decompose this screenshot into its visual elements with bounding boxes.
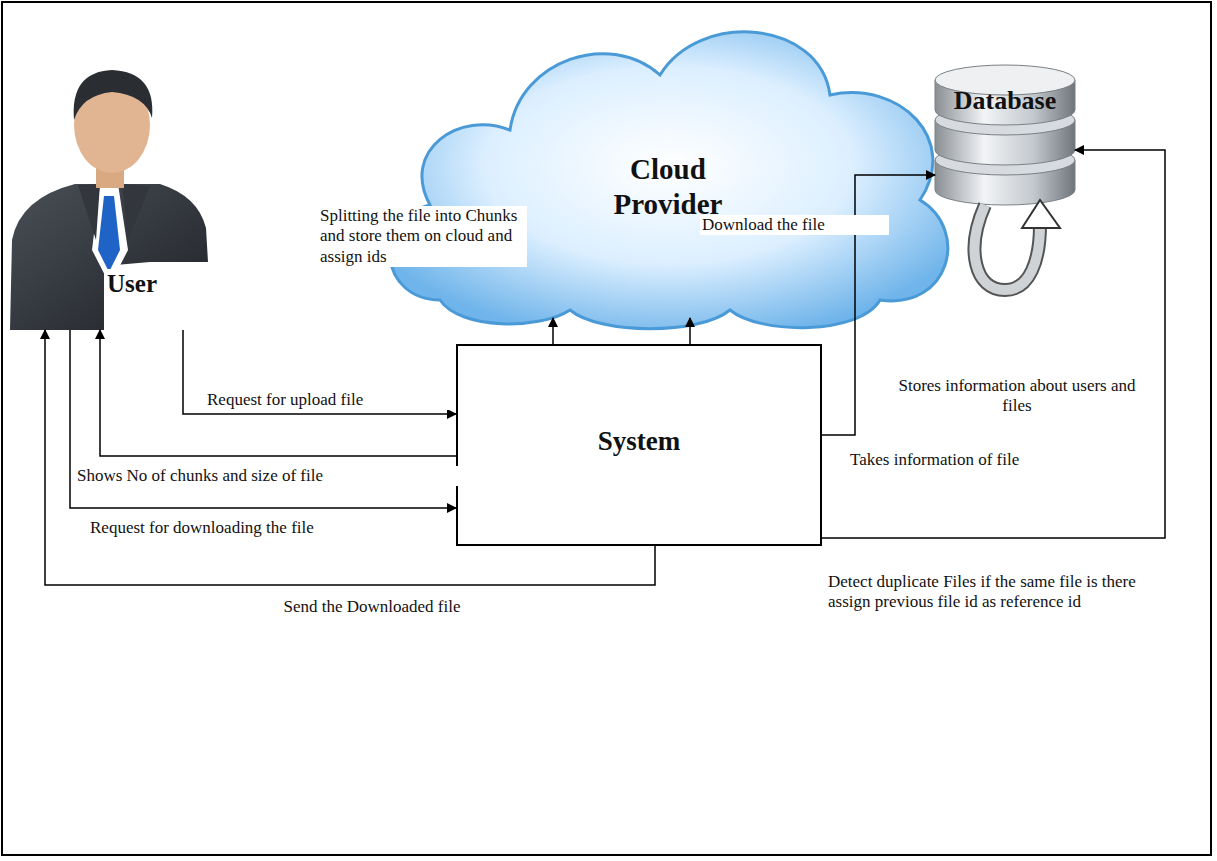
user-figure [10,70,208,330]
edge-label: Takes information of file [848,450,1052,470]
edge-label: Download the file [700,215,889,235]
node-title: Database [940,85,1070,116]
cloud-node: Cloud Provider [383,2,955,318]
loop-arrow [975,200,1060,290]
database-node: Database [935,55,1075,205]
edge-label: Shows No of chunks and size of file [75,466,459,486]
edge-label: Request for downloading the file [88,518,452,538]
connector-arrow [689,318,691,344]
edge-label: Splitting the file into Chunks and store… [318,206,527,267]
edge-label: Send the Downloaded file [240,597,504,617]
connector-arrow [552,318,554,344]
node-title: System [598,425,681,457]
cloud-shape [390,32,948,329]
database-cylinder [935,65,1075,205]
node-title: Cloud Provider [583,152,753,222]
connector-arrow [100,330,456,456]
user-node: User [20,65,220,330]
connector-arrow [183,330,456,414]
edge-label: Detect duplicate Files if the same file … [826,572,1170,613]
note-label: Stores information about users and files [880,376,1154,417]
connector-arrow [822,150,1165,538]
system-box: System [456,344,822,546]
node-title: User [104,269,160,299]
edge-label: Request for upload file [205,390,449,410]
